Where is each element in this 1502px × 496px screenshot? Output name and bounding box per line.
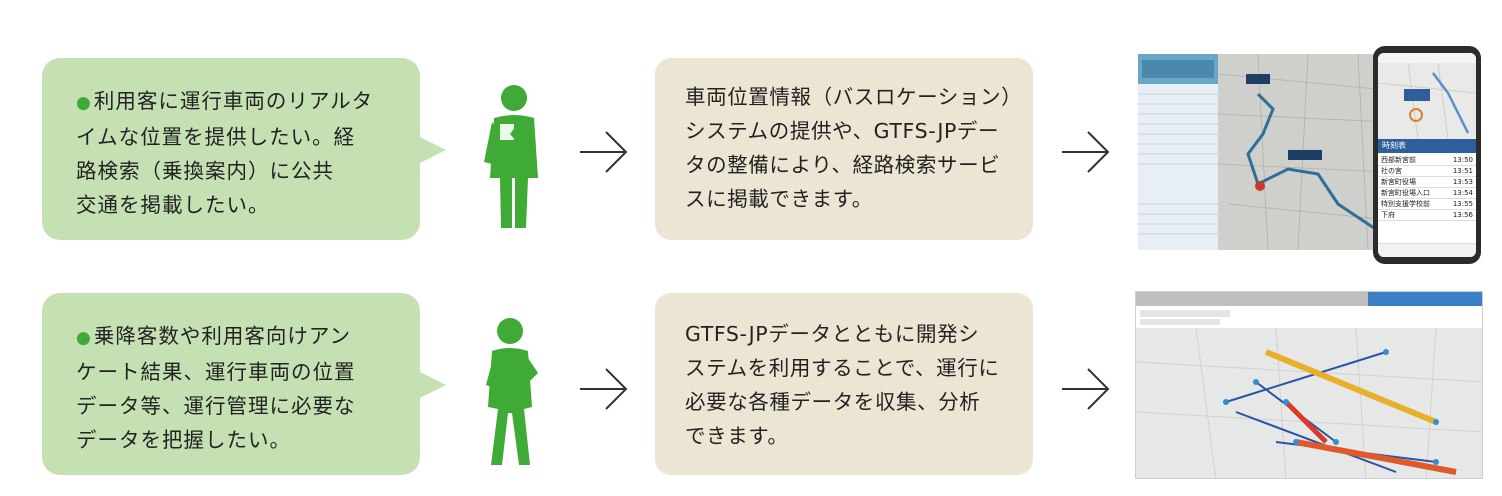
phone-nav-bar <box>1378 243 1476 257</box>
bullet-icon: ● <box>76 328 92 348</box>
analysis-system-screenshot <box>1135 291 1483 479</box>
need-line: データを把握したい。 <box>76 428 291 452</box>
solution-line: 車両位置情報（バスロケーション） <box>685 85 1023 109</box>
solution-line: ステムを利用することで、運行に <box>685 356 1000 380</box>
need-line: 路検索（乗換案内）に公共 <box>76 159 334 183</box>
solution-line: スに掲載できます。 <box>685 187 873 211</box>
arrow-right-icon <box>1062 131 1110 173</box>
need-line: イムな位置を提供したい。経 <box>76 125 356 149</box>
phone-map <box>1378 53 1476 140</box>
solution-line: タの整備により、経路検索サービ <box>685 153 1001 177</box>
solution-line: 必要な各種データを収集、分析 <box>685 390 981 414</box>
need-line: ケート結果、運行車両の位置 <box>76 360 356 384</box>
solution-line: できます。 <box>685 424 789 448</box>
need-line: データ等、運行管理に必要な <box>76 394 356 418</box>
row-data-analysis: ●乗降客数や利用客向けアン ケート結果、運行車両の位置 データ等、運行管理に必要… <box>0 275 1502 479</box>
row-bus-location: ●利用客に運行車両のリアルタ イムな位置を提供したい。経 路検索（乗換案内）に公… <box>0 38 1502 264</box>
solution-line: システムの提供や、GTFS-JPデー <box>685 119 1000 143</box>
bullet-icon: ● <box>76 93 92 113</box>
solution-line: GTFS-JPデータとともに開発シ <box>685 322 980 346</box>
solution-box: GTFS-JPデータとともに開発シ ステムを利用することで、運行に 必要な各種デ… <box>655 293 1033 475</box>
need-bubble: ●乗降客数や利用客向けアン ケート結果、運行車両の位置 データ等、運行管理に必要… <box>42 293 446 475</box>
person-standing-icon <box>484 85 538 228</box>
flow-map <box>1136 292 1482 478</box>
need-bubble: ●利用客に運行車両のリアルタ イムな位置を提供したい。経 路検索（乗換案内）に公… <box>42 58 446 240</box>
need-line: ●利用客に運行車両のリアルタ <box>76 89 374 113</box>
person-thinking-icon <box>486 318 538 465</box>
need-line: ●乗降客数や利用客向けアン <box>76 324 352 348</box>
solution-box: 車両位置情報（バスロケーション） システムの提供や、GTFS-JPデー タの整備… <box>655 58 1033 240</box>
timetable-header: 時刻表 <box>1378 139 1476 153</box>
arrow-right-icon <box>1062 368 1110 410</box>
arrow-right-icon <box>580 131 628 173</box>
arrow-right-icon <box>580 368 628 410</box>
need-line: 交通を掲載したい。 <box>76 193 270 217</box>
